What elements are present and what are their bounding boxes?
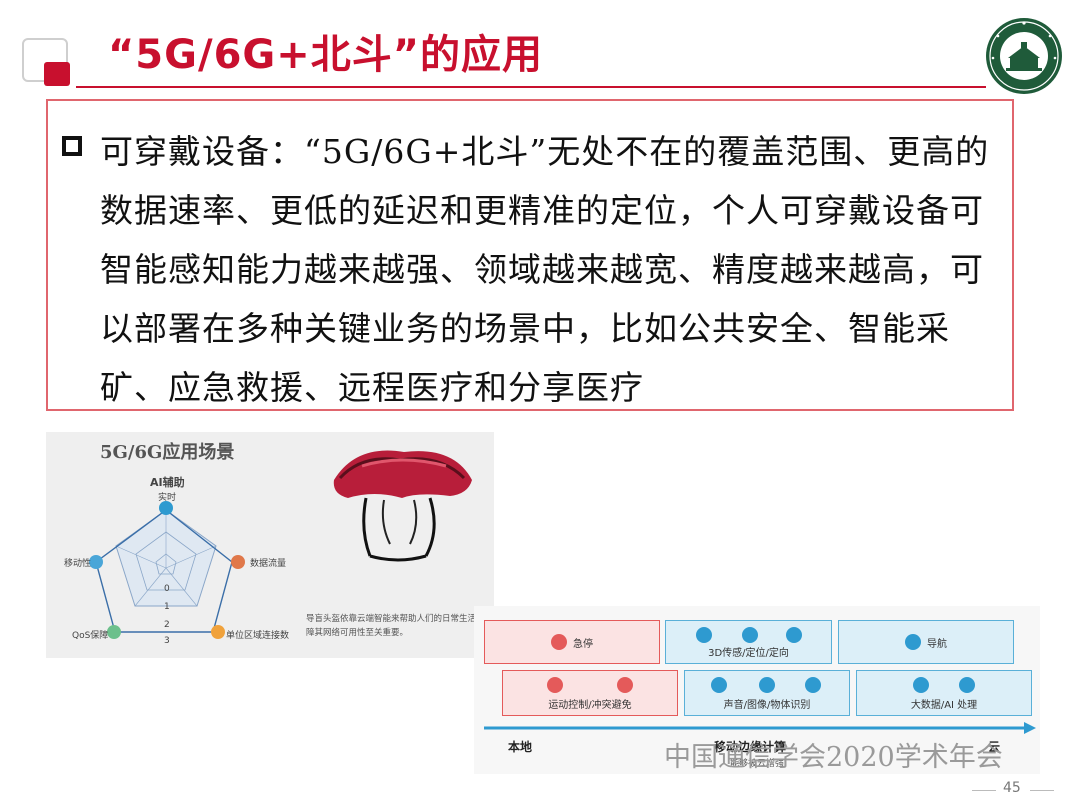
- cell-motion-control-label: 运动控制/冲突避免: [548, 700, 632, 711]
- cell-navigation: 导航: [838, 620, 1014, 664]
- radar-axis-qos: QoS保障: [72, 631, 109, 641]
- cell-bigdata-ai: 大数据/AI 处理: [856, 670, 1032, 716]
- radar-axis-mobility: 移动性: [64, 559, 92, 569]
- radar-ring-2: 2: [164, 620, 170, 630]
- radar-axis-ai: AI辅助: [150, 476, 185, 489]
- data-traffic-icon: [231, 555, 245, 569]
- cell-recognition-label: 声音/图像/物体识别: [723, 700, 811, 711]
- axis-label-mec: 移动边缘计算: [714, 740, 787, 754]
- radar-axis-realtime: 实时: [158, 493, 177, 503]
- radar-ring-3: 3: [164, 636, 170, 646]
- radar-mid-ring: [135, 531, 197, 591]
- stop-icon: [551, 634, 567, 650]
- square-bullet-icon: [62, 136, 82, 156]
- cell-3d-sensing-label: 3D传感/定位/定向: [708, 648, 789, 659]
- figure-scenarios-title: 5G/6G应用场景: [100, 442, 235, 463]
- compass-icon: [786, 627, 802, 643]
- axis-label-cloud: 云: [988, 740, 1001, 754]
- cell-emergency-stop-label: 急停: [573, 638, 593, 650]
- image-icon: [759, 677, 775, 693]
- cell-recognition: 声音/图像/物体识别: [684, 670, 850, 716]
- page-number: 45: [1003, 780, 1021, 796]
- collision-icon: [617, 677, 633, 693]
- radar-axis-data-traffic: 数据流量: [250, 559, 287, 569]
- ai-icon: [959, 677, 975, 693]
- sound-icon: [711, 677, 727, 693]
- cell-bigdata-ai-label: 大数据/AI 处理: [910, 700, 978, 711]
- cell-navigation-label: 导航: [927, 638, 947, 650]
- corner-accent: [44, 62, 70, 86]
- page-dash-left: [972, 790, 996, 791]
- figure-scenarios-caption: 导盲头盔依靠云端智能来帮助人们的日常生活，保障其网络可用性至关重要。: [306, 614, 494, 638]
- radar-inner-ring: [155, 553, 177, 575]
- page-title: “5G/6G+北斗”的应用: [108, 32, 544, 78]
- cell-3d-sensing: 3D传感/定位/定向: [665, 620, 832, 664]
- location-icon: [742, 627, 758, 643]
- axis-label-local: 本地: [508, 740, 533, 754]
- mobility-icon: [89, 555, 103, 569]
- radar-axis-connections: 单位区域连接数: [226, 631, 290, 641]
- cell-emergency-stop: 急停: [484, 620, 660, 664]
- title-underline: [76, 86, 986, 88]
- object-icon: [805, 677, 821, 693]
- navigation-icon: [905, 634, 921, 650]
- realtime-icon: [159, 501, 173, 515]
- sensor-icon: [696, 627, 712, 643]
- content-box: [46, 99, 1014, 411]
- page-dash-right: [1030, 790, 1054, 791]
- qos-icon: [107, 625, 121, 639]
- university-seal-logo: [986, 18, 1062, 94]
- bigdata-icon: [913, 677, 929, 693]
- smart-helmet-image: [333, 450, 472, 562]
- radar-chart: [89, 501, 245, 639]
- body-paragraph: 可穿戴设备：“5G/6G+北斗”无处不在的覆盖范围、更高的数据速率、更低的延迟和…: [100, 132, 990, 407]
- radar-value-polygon: [95, 509, 233, 633]
- axis-note: 能够被云增强: [730, 759, 785, 769]
- radar-ring-1: 1: [164, 602, 170, 612]
- radar-ring-0: 0: [164, 584, 170, 594]
- area-connections-icon: [211, 625, 225, 639]
- cell-motion-control: 运动控制/冲突避免: [502, 670, 678, 716]
- conference-watermark: 中国通信学会2020学术年会: [664, 742, 1003, 773]
- motion-icon: [547, 677, 563, 693]
- local-to-cloud-arrow: [484, 722, 1036, 734]
